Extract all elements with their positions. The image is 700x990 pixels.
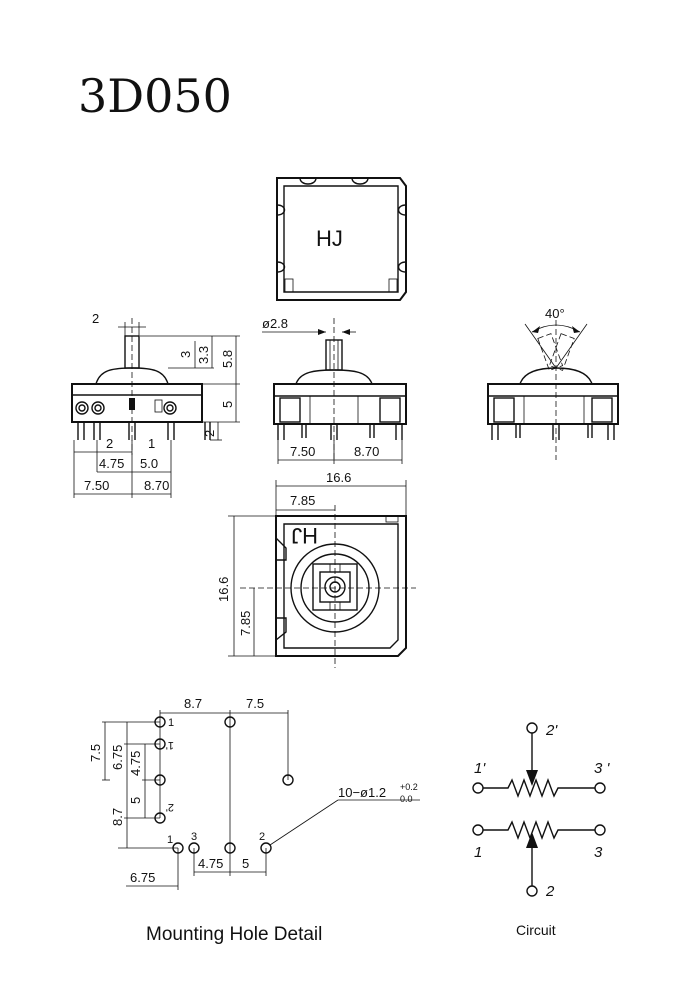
dim-side-3: 3 [178,351,193,358]
bottom-view: HJ 16.6 7.85 16.6 7.85 [216,470,416,668]
dim-mount-tol-plus: +0.2 [400,782,418,792]
dim-mount-holes: 10−ø1.2 [338,785,386,800]
circuit-diagram: 2' 1' 3 ' 1 3 2 Circuit [472,722,611,938]
front-view: ø2.8 7.50 8.70 [262,316,407,464]
dim-mount-b-4-75: 4.75 [198,856,223,871]
circuit-label-1: 1 [474,844,482,861]
dim-bottom-16-6-h: 16.6 [216,577,231,602]
mounting-caption: Mounting Hole Detail [146,924,322,945]
dim-mount-b-6-75: 6.75 [130,870,155,885]
dim-mount-v-6-75: 6.75 [110,745,125,770]
circuit-label-2: 2 [545,883,555,900]
dim-mount-tol-zero: 0.0 [400,794,413,804]
dim-angle-40: 40° [545,306,565,321]
top-marking: HJ [316,226,343,251]
bottom-marking: HJ [291,523,318,548]
dim-side-8-70: 8.70 [144,478,169,493]
dim-front-7-50: 7.50 [290,444,315,459]
circuit-label-2-prime: 2' [545,722,558,739]
dim-side-pin-1: 1 [148,436,155,451]
dim-side-4-75: 4.75 [99,456,124,471]
dim-mount-v-7-5: 7.5 [88,744,103,762]
dim-side-7-50: 7.50 [84,478,109,493]
dim-side-2: 2 [202,430,217,437]
angle-view: 40° [487,306,619,460]
dim-front-8-70: 8.70 [354,444,379,459]
dim-mount-v-4-75: 4.75 [128,751,143,776]
dim-side-5-8: 5.8 [220,350,235,368]
dim-side-3-3: 3.3 [196,346,211,364]
dim-bottom-7-85-h: 7.85 [238,611,253,636]
mount-pin-2: 2 [259,831,265,843]
mount-pin-2-prime: 2' [166,801,174,813]
dim-side-5: 5 [220,401,235,408]
mount-pin-3-prime: 1' [166,739,174,751]
circuit-label-3: 3 [594,844,603,861]
dim-mount-b-5: 5 [242,856,249,871]
top-view: HJ [276,177,407,301]
dim-side-pin-2: 2 [106,436,113,451]
part-number-title: 3D050 [78,69,232,123]
circuit-caption: Circuit [516,922,556,938]
dim-bottom-7-85-w: 7.85 [290,493,315,508]
circuit-label-3-prime: 3 ' [594,760,611,777]
circuit-label-1-prime: 1' [474,760,486,777]
dim-side-2-top: 2 [92,311,99,326]
dim-side-5-0: 5.0 [140,456,158,471]
dim-mount-top-7-5: 7.5 [246,696,264,711]
dim-mount-top-8-7: 8.7 [184,696,202,711]
mounting-hole-detail: 8.7 7.5 7.5 6.75 4.75 5 8.7 1 1' 2 [88,696,420,945]
dim-mount-v-5: 5 [128,797,143,804]
mount-pin-3: 3 [191,831,197,843]
dim-front-shaft-dia: ø2.8 [262,316,288,331]
mount-pin-1-top: 1 [168,717,174,729]
dim-mount-v-8-7: 8.7 [110,808,125,826]
mount-pin-1: 1 [167,834,173,846]
dim-bottom-16-6-w: 16.6 [326,470,351,485]
side-view: 2 3 3.3 5.8 5 2 2 1 4.75 5.0 7.50 8.70 [71,311,240,498]
